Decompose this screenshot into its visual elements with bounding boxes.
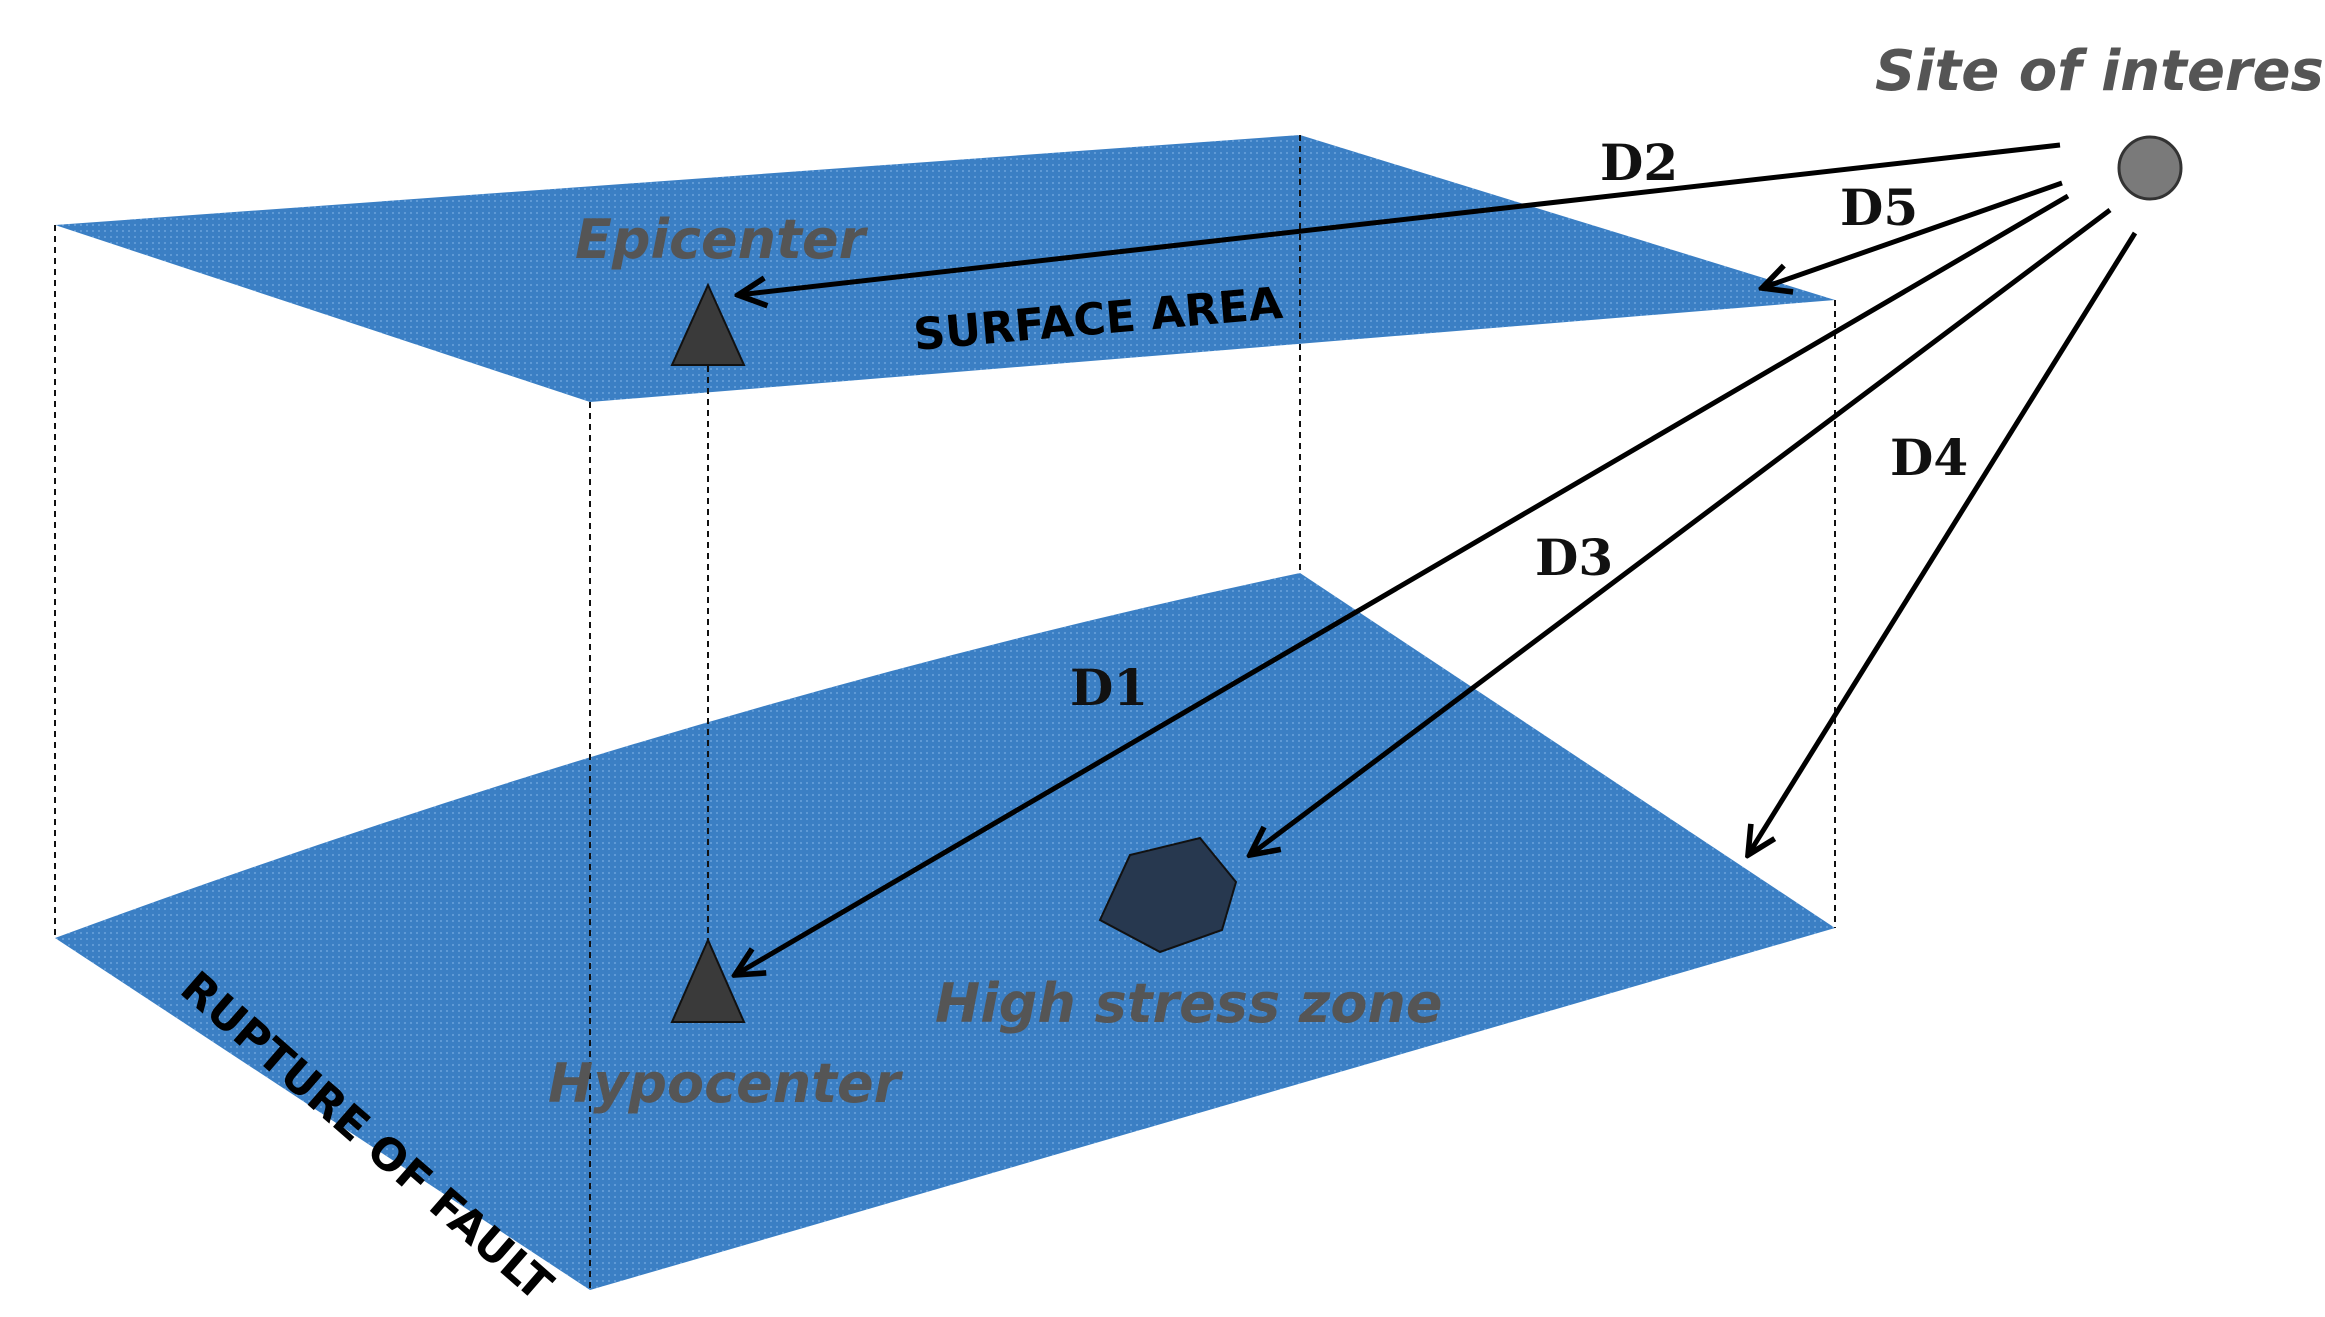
high-stress-zone-shape <box>1098 836 1238 954</box>
epicenter-marker <box>670 282 746 366</box>
distance-label-d3: D3 <box>1535 528 1613 587</box>
hypocenter-label: Hypocenter <box>548 1052 904 1115</box>
distance-label-d4: D4 <box>1890 428 1968 487</box>
site-of-interest-label: Site of interest <box>1875 39 2325 104</box>
rupture-fault-plane <box>55 573 1835 1290</box>
arrow-d1 <box>735 193 2070 975</box>
epicenter-label: Epicenter <box>575 208 869 271</box>
high-stress-zone-label: High stress zone <box>935 972 1443 1035</box>
site-of-interest-marker <box>2117 135 2183 201</box>
arrow-d2 <box>738 142 2061 295</box>
surface-area-plane <box>55 135 1835 402</box>
arrow-d5 <box>1762 180 2063 288</box>
projection-lines <box>54 135 1836 1290</box>
distance-label-d2: D2 <box>1600 133 1678 192</box>
distance-label-d5: D5 <box>1840 178 1918 237</box>
hypocenter-marker <box>670 937 746 1023</box>
distance-label-d1: D1 <box>1070 658 1148 717</box>
arrow-d3 <box>1250 208 2112 855</box>
arrow-d4 <box>1748 231 2138 855</box>
